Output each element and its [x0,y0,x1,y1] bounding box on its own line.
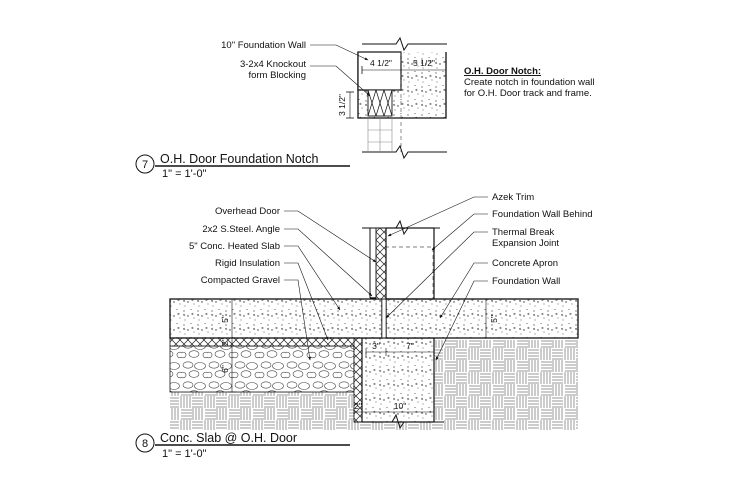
compacted-gravel [169,345,355,393]
dim-apron-5: 5" [489,315,499,323]
note-line-1: Create notch in foundation wall [464,77,594,88]
detail7-title-block: 7 O.H. Door Foundation Notch 1" = 1'-0" [135,152,350,180]
detail8-title-block: 8 Conc. Slab @ O.H. Door 1" = 1'-0" [135,431,350,460]
dim-gravel-6: 6" [220,365,230,373]
note-title: O.H. Door Notch: [464,66,541,77]
label-steel-angle: 2x2 S.Steel. Angle [202,224,280,235]
leader-knockout [310,65,371,97]
heated-slab [169,298,383,339]
door-trim [385,227,435,300]
dimension-lines [228,298,490,416]
detail8-number: 8 [142,438,148,450]
label-heated-slab: 5" Conc. Heated Slab [189,241,280,252]
detail8-section: 5" 2" 6" 5" 3" 7" 2" 10" Overhead Door 2… [169,192,593,430]
label-rigid-insulation: Rigid Insulation [215,258,280,269]
dim-gap-3: 3" [372,341,380,351]
note-line-2: for O.H. Door track and frame. [464,88,592,99]
label-foundation-wall: Foundation Wall [492,276,560,287]
dim-3-1-2: 3 1/2" [337,94,347,116]
label-knockout-1: 3-2x4 Knockout [240,59,306,70]
label-compacted-gravel: Compacted Gravel [201,275,280,286]
break-line [362,144,447,160]
board-lines [367,118,393,152]
dim-5-1-2: 5 1/2" [413,58,435,68]
break-line [362,219,440,236]
detail7-scale: 1" = 1'-0" [162,168,207,180]
left-leaders [284,210,377,361]
right-leaders [385,196,488,361]
rigid-insulation [169,337,361,347]
break-line [354,413,444,430]
wall-behind-outline [384,246,434,300]
label-overhead-door: Overhead Door [215,206,280,217]
detail7-plan: 10" Foundation Wall 3-2x4 Knockout form … [221,36,594,160]
label-knockout-2: form Blocking [248,70,306,81]
detail7-title: O.H. Door Foundation Notch [160,152,318,166]
detail8-scale: 1" = 1'-0" [162,448,207,460]
dim-wall-7: 7" [406,341,414,351]
detail-number-bubble [135,154,155,174]
dim-wall-10: 10" [394,401,406,411]
break-line [362,36,447,52]
detail-number-bubble [135,433,155,453]
concrete-apron [385,298,579,339]
label-foundation-wall: 10" Foundation Wall [221,40,306,51]
detail7-number: 7 [142,159,148,171]
dim-4-1-2: 4 1/2" [370,58,392,68]
label-concrete-apron: Concrete Apron [492,258,558,269]
overhead-door-panel [375,227,387,300]
dim-slab-5: 5" [220,315,230,323]
dim-wall-insul-2: 2" [354,401,362,411]
expansion-joint [381,298,387,339]
label-thermal-break: Thermal Break [492,227,555,238]
dim-insul-2: 2" [220,338,230,346]
detail8-title: Conc. Slab @ O.H. Door [160,431,297,445]
leader-foundation-wall [310,44,369,61]
label-azek-trim: Azek Trim [492,192,534,203]
label-expansion-joint: Expansion Joint [492,238,559,249]
label-wall-behind: Foundation Wall Behind [492,209,593,220]
